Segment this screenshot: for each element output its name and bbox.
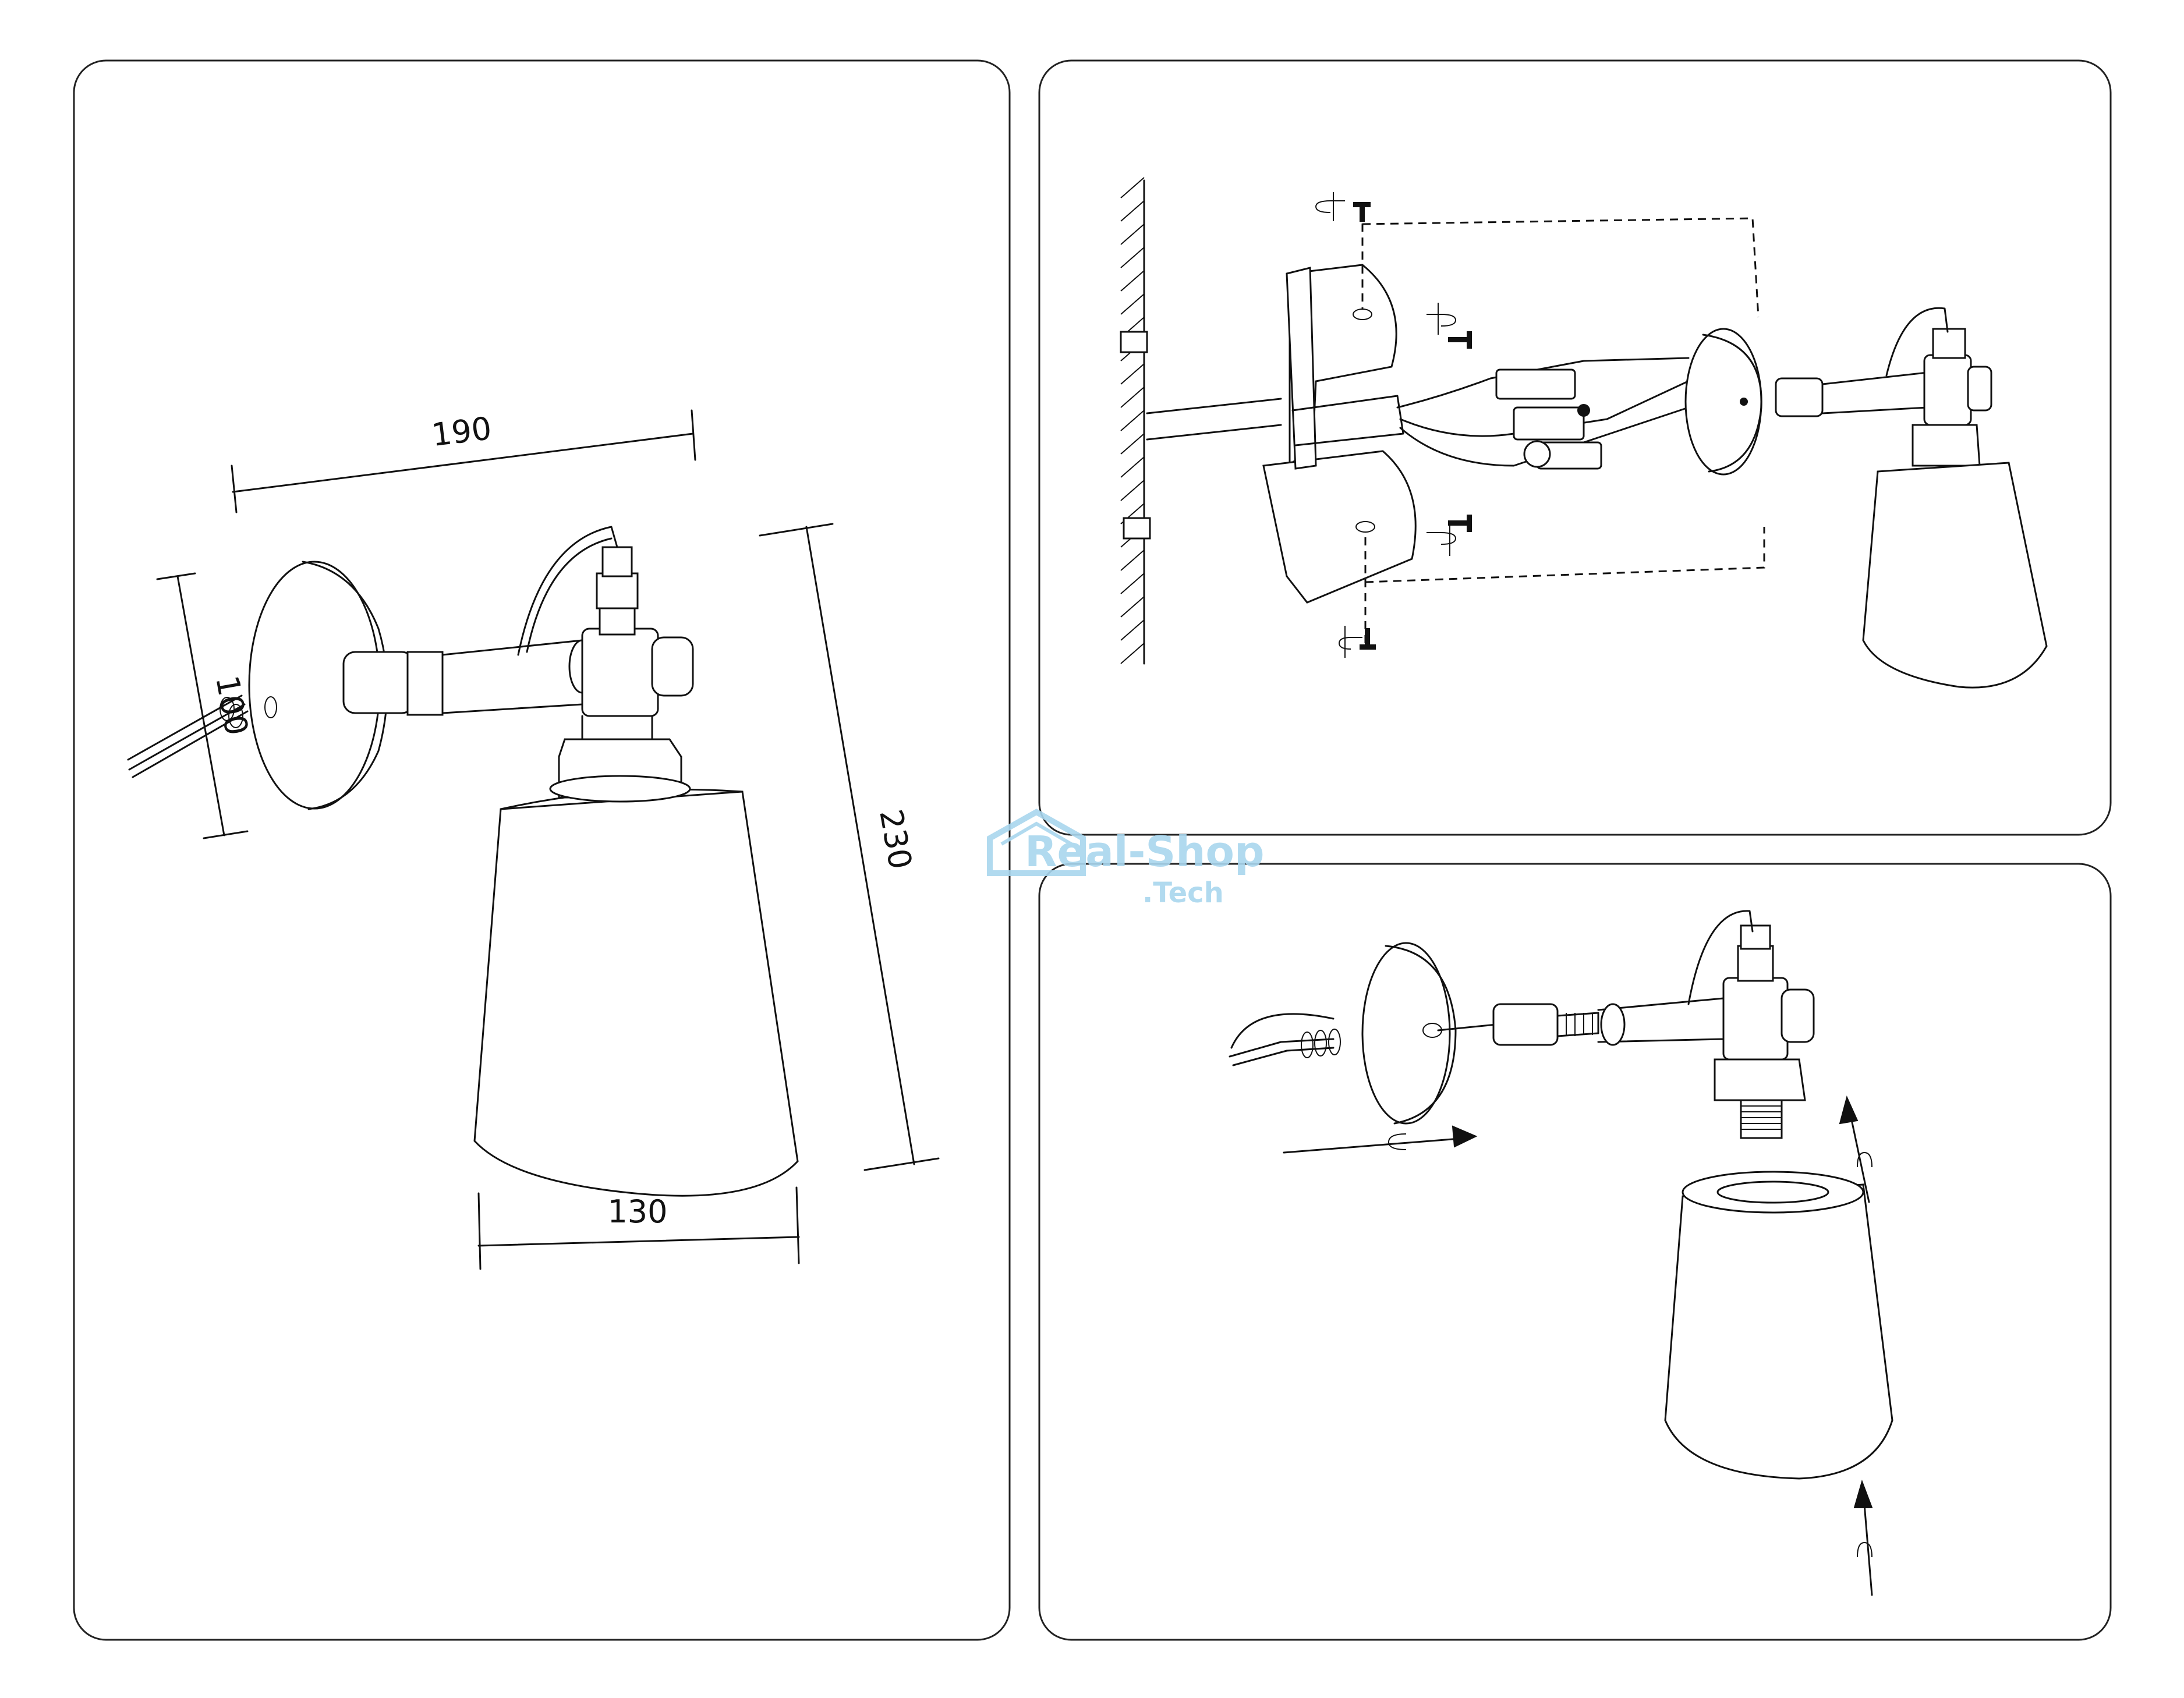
- assembly-shade: [1664, 1171, 1893, 1480]
- screws: [1353, 202, 1472, 650]
- supply-wires: [127, 694, 249, 778]
- canopy-and-lamp: [1684, 307, 2048, 689]
- rotation-arrow-shade-top: [1839, 1096, 1872, 1203]
- lamp-shade: [473, 775, 799, 1197]
- width-label: 190: [430, 410, 494, 453]
- mounting-bracket: [1262, 264, 1417, 604]
- dimension-width-190: 190: [231, 409, 696, 513]
- panel-wall-mounting: [1038, 59, 2112, 836]
- watermark: Real-Shop .Tech: [987, 809, 1265, 909]
- alignment-guides: [1361, 210, 1765, 643]
- rotation-icons: [1315, 192, 1457, 658]
- assembly-canopy: [1361, 942, 1498, 1125]
- wall-cable: [1146, 398, 1282, 441]
- rotation-arrow-shade-bottom: [1853, 1479, 1873, 1596]
- panel-assembly-frame: [1038, 863, 2112, 1641]
- wall-hatching: [1120, 177, 1151, 665]
- terminal-block: [1291, 357, 1695, 470]
- watermark-suffix: .Tech: [1142, 877, 1224, 909]
- dimension-shade-130: 130: [477, 1186, 800, 1270]
- panel-dimensions: 190 100 230 130: [73, 59, 1011, 1641]
- watermark-brand: Real-Shop: [1025, 827, 1265, 876]
- assembly-arm: [1492, 910, 1815, 1139]
- shade-label: 130: [607, 1193, 667, 1230]
- rotation-arrow-canopy: [1283, 1125, 1478, 1154]
- assembly-wires: [1229, 1013, 1341, 1066]
- house-logo-icon: [987, 809, 1086, 876]
- panel-assembly: [1038, 863, 2112, 1641]
